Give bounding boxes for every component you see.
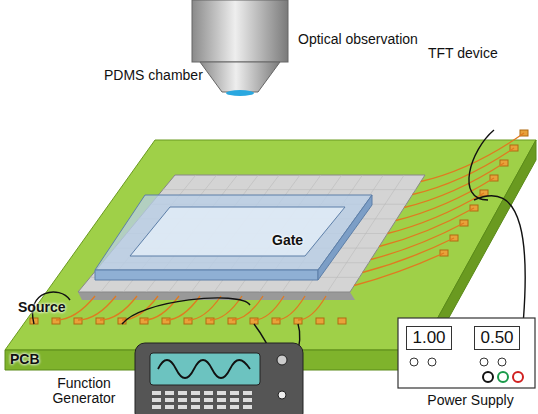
key	[152, 405, 161, 409]
bond-wire	[379, 208, 474, 247]
bond-wire	[421, 133, 524, 182]
part-label: PCB	[10, 352, 40, 367]
pad	[294, 318, 302, 324]
bond-wire	[404, 163, 504, 208]
key	[191, 405, 200, 409]
part-label: TFT device	[428, 46, 498, 61]
tft-chip-edge	[78, 292, 355, 300]
bond-wire	[276, 296, 305, 320]
key	[165, 398, 174, 402]
pdms-side	[95, 270, 318, 280]
pad	[184, 318, 192, 324]
pdms-side	[318, 195, 372, 280]
function-generator	[135, 343, 303, 414]
bond-wire	[254, 296, 284, 320]
sine-wave	[158, 360, 250, 378]
key	[230, 398, 239, 402]
part-label: Source	[18, 300, 65, 315]
key	[152, 398, 161, 402]
grid-line	[163, 189, 416, 190]
display: 0.50	[474, 326, 520, 350]
tft-chip	[78, 175, 425, 292]
part-label: Function Generator	[38, 376, 130, 407]
pdms-well	[130, 207, 345, 256]
pad	[140, 318, 148, 324]
key	[217, 391, 226, 395]
pad	[316, 318, 324, 324]
key	[243, 391, 252, 395]
pad	[250, 318, 258, 324]
key	[243, 398, 252, 402]
bond-wire	[413, 148, 515, 195]
key	[204, 405, 213, 409]
pad	[338, 318, 346, 324]
bond-wire	[371, 223, 464, 260]
wire	[122, 298, 250, 324]
light-spot	[226, 90, 254, 96]
display-value: 1.00	[412, 328, 445, 348]
key	[230, 391, 239, 395]
device-label: Power Supply	[398, 392, 538, 408]
pad	[74, 318, 82, 324]
key	[178, 391, 187, 395]
objective-lens	[192, 0, 288, 62]
bond-wire	[363, 238, 455, 273]
power-supply: Power Supply 1.00 0.50	[398, 318, 538, 410]
display-value: 0.50	[480, 328, 513, 348]
wire	[474, 196, 525, 372]
knobs	[410, 358, 506, 366]
pad	[206, 318, 214, 324]
bond-wire	[78, 296, 116, 320]
key	[178, 405, 187, 409]
key	[152, 391, 161, 395]
display: 1.00	[406, 326, 452, 350]
part-label: Optical observation	[298, 32, 418, 47]
pad	[228, 318, 236, 324]
bond-wire	[354, 253, 444, 286]
objective-tip	[200, 62, 280, 92]
pad	[162, 318, 170, 324]
key	[243, 405, 252, 409]
terminal-black	[483, 372, 493, 382]
key	[204, 398, 213, 402]
key	[165, 391, 174, 395]
key	[230, 405, 239, 409]
key	[178, 398, 187, 402]
key	[217, 405, 226, 409]
pad	[52, 318, 60, 324]
key	[191, 398, 200, 402]
part-label: PDMS chamber	[104, 68, 203, 83]
pad	[96, 318, 104, 324]
output-jack	[278, 391, 286, 399]
key	[217, 398, 226, 402]
key	[165, 405, 174, 409]
part-label: Gate	[272, 233, 303, 248]
key	[204, 391, 213, 395]
key	[191, 391, 200, 395]
terminal-red	[513, 372, 523, 382]
pads	[30, 130, 528, 324]
terminal-green	[498, 372, 508, 382]
wire	[469, 130, 494, 200]
pad	[272, 318, 280, 324]
generator-screen	[150, 353, 260, 385]
bond-wire	[298, 296, 326, 320]
tft-array	[90, 175, 416, 292]
bond-wire	[388, 193, 485, 234]
power-button	[277, 355, 287, 365]
power-supply-box	[398, 318, 535, 388]
bond-wires	[56, 133, 524, 320]
keypad	[152, 391, 252, 409]
